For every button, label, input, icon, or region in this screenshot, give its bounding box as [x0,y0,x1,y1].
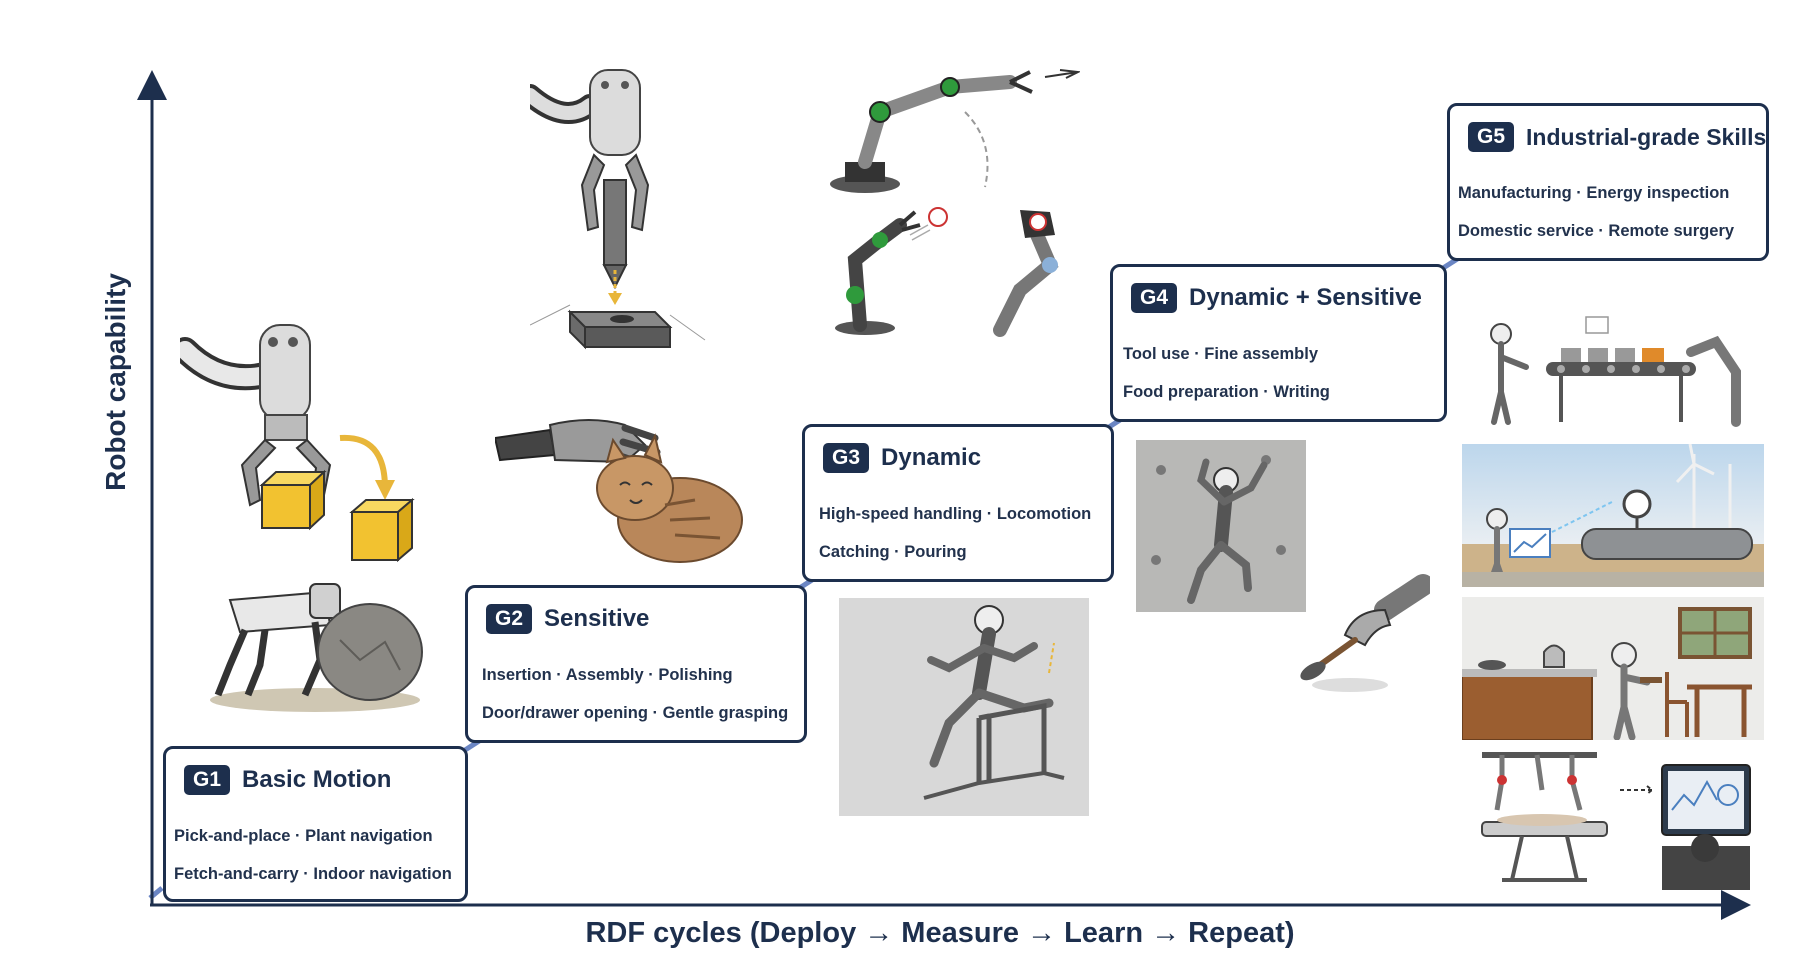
domestic-kitchen-icon [1462,607,1752,740]
hurdling-robot-icon [923,605,1065,800]
remote-surgery-icon [1481,752,1751,890]
level-badge: G3 [823,443,870,473]
level-skills-line-2: Food preparation · Writing [1123,383,1330,401]
level-skills-line-2: Catching · Pouring [819,543,967,561]
pipeline-inspection-icon [1462,444,1764,587]
level-card-g2: G2 Sensitive Insertion · Assembly · Polis… [465,585,807,743]
level-card-g5: G5 Industrial-grade Skills Manufacturing … [1447,103,1769,261]
level-skills-line-1: Insertion · Assembly · Polishing [482,666,733,684]
level-card-g3: G3 Dynamic High-speed handling · Locomoti… [802,424,1114,582]
level-skills-line-2: Fetch-and-carry · Indoor navigation [174,865,452,883]
level-skills-line-2: Door/drawer opening · Gentle grasping [482,704,789,722]
climbing-robot-icon [1151,455,1286,604]
level-skills-line-1: Pick-and-place · Plant navigation [174,827,433,845]
level-title: Dynamic + Sensitive [1189,284,1422,311]
level-badge: G5 [1468,122,1515,152]
level-title: Dynamic [881,444,982,471]
y-axis-title: Robot capability [100,273,131,491]
factory-line-icon [1490,316,1741,427]
level-title: Sensitive [544,605,650,632]
level-badge: G1 [184,765,231,795]
level-title: Basic Motion [242,766,392,793]
robot-arm-throw-icon [830,69,1080,193]
level-skills-line-1: Tool use · Fine assembly [1123,345,1318,363]
robot-hand-tool-icon [1300,574,1430,692]
level-skills-line-1: High-speed handling · Locomotion [819,505,1092,523]
level-title: Industrial-grade Skills [1526,123,1767,150]
level-card-g4: G4 Dynamic + Sensitive Tool use · Fine as… [1110,264,1447,422]
robot-arms-catching-icon [835,207,1059,337]
level-skills-line-2: Domestic service · Remote surgery [1458,222,1735,240]
x-axis-title: RDF cycles (Deploy → Measure → Learn → R… [585,917,1295,949]
peg-insertion-icon [530,69,706,350]
level-badge: G2 [486,604,533,634]
quadruped-robot-icon [210,583,423,712]
gripper-cube-icon [180,324,415,563]
robot-hand-cat-icon [495,419,743,563]
level-skills-line-1: Manufacturing · Energy inspection [1458,184,1730,202]
energy-inspection-photo [1462,444,1764,587]
level-badge: G4 [1131,283,1178,313]
level-card-g1: G1 Basic Motion Pick-and-place · Plant na… [163,746,468,902]
